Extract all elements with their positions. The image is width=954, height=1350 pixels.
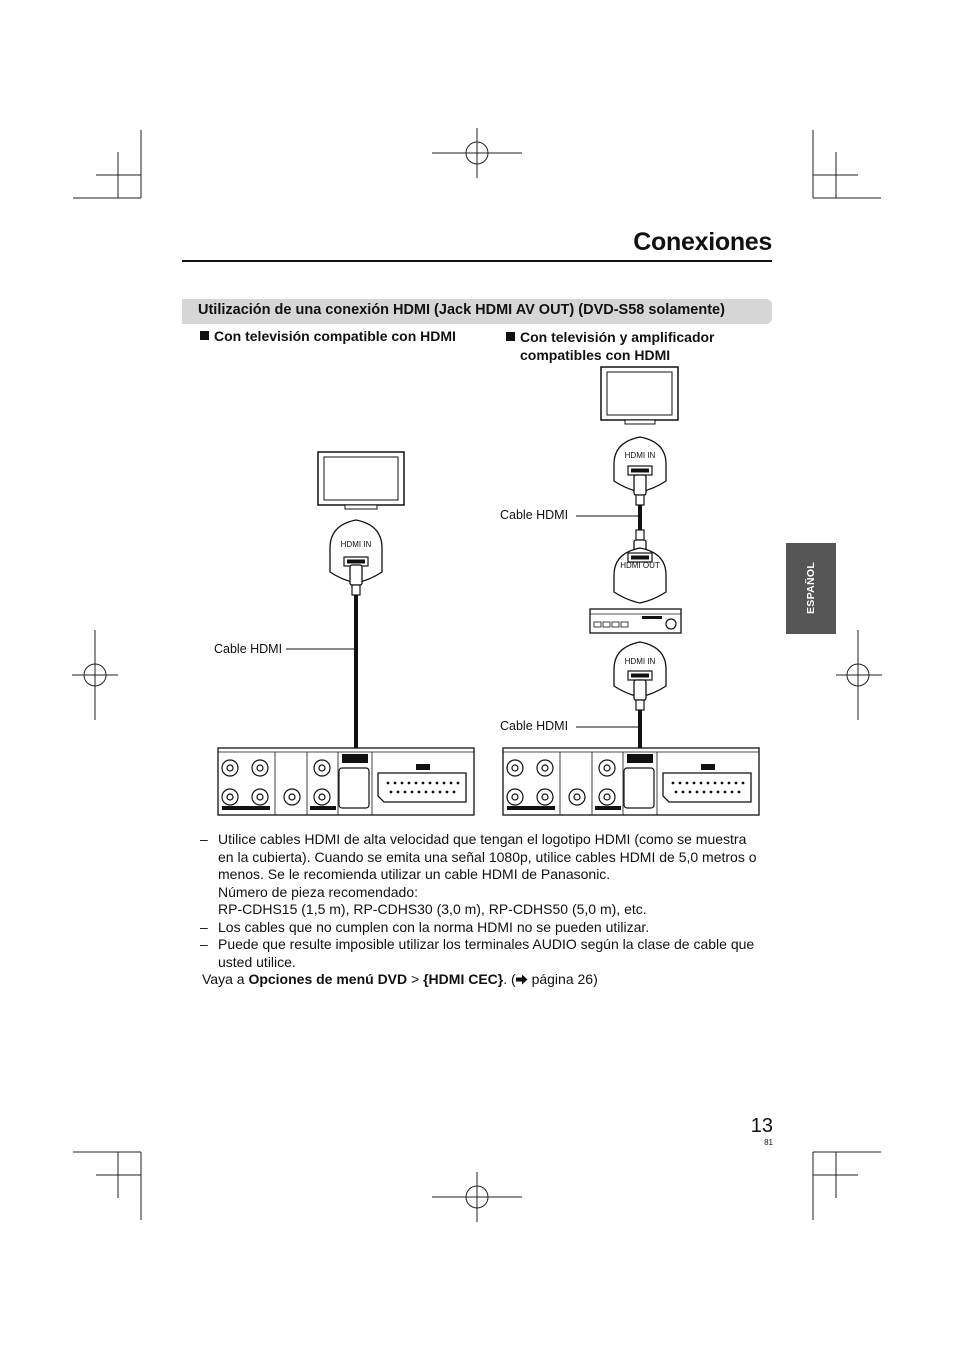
goto-prefix: Vaya a	[202, 971, 249, 987]
note-line: usted utilice.	[218, 953, 296, 970]
title-rule	[182, 260, 772, 262]
port-label-hdmi-in-left: HDMI IN	[340, 540, 372, 549]
cable-label-right-bottom: Cable HDMI	[500, 719, 569, 733]
goto-menu: Opciones de menú DVD	[248, 971, 408, 987]
dash-bullet: –	[200, 831, 208, 847]
player-panel-right	[502, 747, 760, 816]
page-number: 13	[750, 1115, 773, 1137]
note-item: – Los cables que no cumplen con la norma…	[200, 919, 780, 937]
note-line: menos. Se le recomienda utilizar un cabl…	[218, 866, 611, 882]
dash-bullet: –	[200, 936, 208, 952]
bullet-square-icon	[200, 331, 209, 340]
port-label-hdmi-in-tv: HDMI IN	[624, 451, 656, 460]
dash-bullet: –	[200, 918, 208, 935]
heading-right-line2: compatibles con HDMI	[520, 347, 671, 363]
note-line: en la cubierta). Cuando se emita una señ…	[218, 848, 757, 865]
language-tab: ESPAÑOL	[786, 543, 836, 634]
cable-label-right-top: Cable HDMI	[500, 508, 569, 522]
goto-suffix: . (	[503, 971, 516, 987]
note-item: – Puede que resulte imposible utilizar l…	[200, 936, 780, 971]
goto-item: {HDMI CEC}	[423, 971, 504, 987]
heading-left-text: Con televisión compatible con HDMI	[214, 328, 456, 344]
tv-right	[600, 366, 679, 425]
cable-label-left: Cable HDMI	[214, 642, 283, 656]
goto-separator: >	[407, 971, 424, 987]
section-banner: Utilización de una conexión HDMI (Jack H…	[182, 299, 772, 324]
port-label-hdmi-out: HDMI OUT	[620, 561, 660, 570]
note-line: Utilice cables HDMI de alta velocidad qu…	[218, 831, 747, 847]
notes-list: – Utilice cables HDMI de alta velocidad …	[200, 831, 780, 989]
hdmi-cable-right-top	[633, 474, 647, 561]
page-ref-link[interactable]: página 26)	[527, 971, 598, 987]
tv-left	[317, 451, 405, 510]
menu-reference: Vaya a Opciones de menú DVD > {HDMI CEC}…	[200, 971, 780, 989]
language-tab-text: ESPAÑOL	[805, 561, 817, 615]
heading-right-line1: Con televisión y amplificador	[520, 329, 715, 345]
note-line: RP-CDHS15 (1,5 m), RP-CDHS30 (3,0 m), RP…	[218, 901, 647, 917]
section-banner-text: Utilización de una conexión HDMI (Jack H…	[198, 302, 725, 318]
bullet-square-icon	[506, 332, 515, 341]
note-item: – Utilice cables HDMI de alta velocidad …	[200, 831, 780, 919]
note-line: Los cables que no cumplen con la norma H…	[218, 918, 650, 935]
amplifier	[589, 608, 682, 634]
port-label-hdmi-in-amp: HDMI IN	[624, 657, 656, 666]
heading-right: Con televisión y amplificador compatibles…	[506, 328, 776, 364]
player-panel-left	[217, 747, 475, 816]
page-title: Conexiones	[633, 228, 772, 256]
page-sub-number: 81	[764, 1138, 773, 1147]
note-line: Número de pieza recomendado:	[218, 883, 419, 900]
hdmi-out-bubble	[613, 547, 667, 604]
note-line: Puede que resulte imposible utilizar los…	[218, 936, 755, 952]
heading-left: Con televisión compatible con HDMI	[200, 328, 456, 344]
arrow-right-icon	[515, 974, 528, 985]
